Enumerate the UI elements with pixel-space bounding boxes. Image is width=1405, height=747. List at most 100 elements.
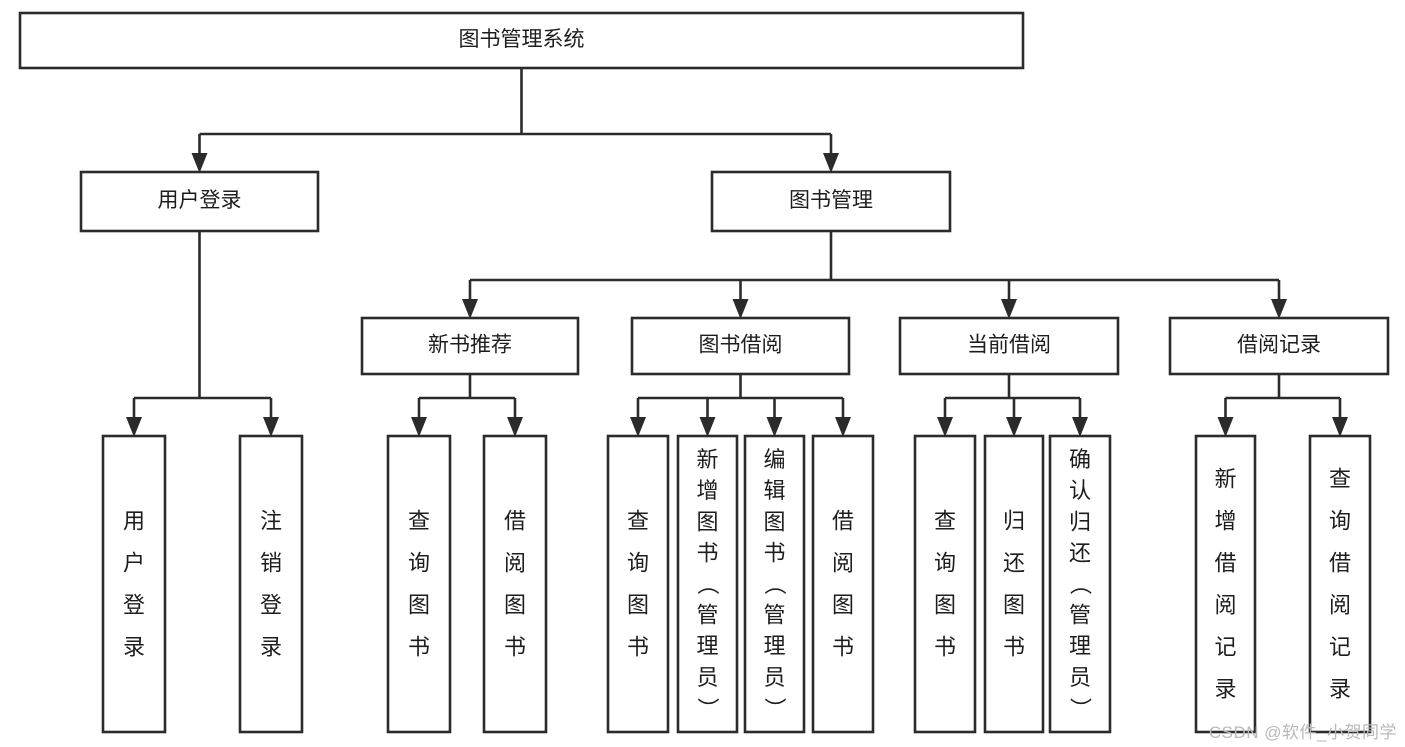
node-box-l1-book-manage[interactable] [710,170,952,233]
node-root[interactable]: 图书管理系统 [18,11,1025,70]
node-label-char: 询 [934,551,956,576]
node-box-l3-cb-confirm-return[interactable] [1048,434,1112,734]
node-label-char: （ [695,573,720,595]
node-l3-user-login[interactable]: 用户登录 [101,434,167,734]
node-label-char: 增 [1214,509,1236,534]
node-label-char: 录 [260,635,282,660]
node-label-char: ） [1068,697,1093,719]
node-label-char: 员 [1069,665,1091,690]
connector-layer [126,68,1348,437]
node-box-l1-user-login[interactable] [79,170,320,233]
node-label-char: 书 [504,635,526,660]
node-label-char: 认 [1069,478,1091,503]
node-label-char: 书 [763,540,785,565]
node-label-l2-book-borrow: 图书借阅 [699,334,783,357]
node-label-char: 理 [696,634,718,659]
node-label-char: 查 [408,509,430,534]
node-label-char: （ [1068,573,1093,595]
node-label-char: 理 [763,634,785,659]
node-label-char: 查 [627,509,649,534]
node-label-char: 录 [1329,677,1351,702]
node-box-l3-rec-borrow-book[interactable] [482,434,548,734]
node-box-l2-current-borrow[interactable] [898,316,1120,376]
node-label-char: 询 [627,551,649,576]
node-label-char: 销 [260,551,282,576]
node-label-char: 登 [260,593,282,618]
node-label-char: 询 [1329,509,1351,534]
node-l1-book-manage[interactable]: 图书管理 [710,170,952,233]
node-label-char: 注 [260,509,282,534]
node-box-l3-user-login[interactable] [101,434,167,734]
node-box-l2-borrow-record[interactable] [1168,316,1390,376]
node-label-char: 确 [1069,447,1091,472]
node-box-l3-br-query-record[interactable] [1308,434,1372,734]
node-box-l2-new-book-rec[interactable] [360,316,580,376]
node-label-char: 借 [504,509,526,534]
node-label-char: 查 [934,509,956,534]
node-label-char: 阅 [504,551,526,576]
node-label-l2-current-borrow: 当前借阅 [967,334,1051,357]
node-label-char: 登 [123,593,145,618]
node-label-char: 借 [1329,551,1351,576]
node-label-l1-user-login: 用户登录 [158,189,242,212]
node-label-char: 户 [123,551,145,576]
node-box-l3-rec-query-book[interactable] [386,434,452,734]
node-label-char: 还 [1003,551,1025,576]
node-label-char: 借 [1214,551,1236,576]
node-label-char: 借 [832,509,854,534]
node-l2-new-book-rec[interactable]: 新书推荐 [360,316,580,376]
node-label-char: 记 [1214,635,1236,660]
node-box-l3-bb-edit-book[interactable] [743,434,806,734]
node-l1-user-login[interactable]: 用户登录 [79,170,320,233]
node-label-char: 辑 [763,478,785,503]
node-label-char: ） [762,697,787,719]
node-label-char: 图 [763,509,785,534]
node-box-l3-user-logout[interactable] [238,434,304,734]
node-label-char: 图 [934,593,956,618]
node-label-char: 增 [696,478,718,503]
node-label-char: 理 [1069,634,1091,659]
node-box-l3-cb-return-book[interactable] [983,434,1045,734]
node-label-char: 阅 [832,551,854,576]
node-l2-book-borrow[interactable]: 图书借阅 [630,316,851,376]
node-l2-current-borrow[interactable]: 当前借阅 [898,316,1120,376]
node-box-l3-bb-query-book[interactable] [606,434,670,734]
node-label-l2-new-book-rec: 新书推荐 [428,334,512,357]
node-box-l3-bb-add-book[interactable] [676,434,739,734]
node-label-char: 记 [1329,635,1351,660]
node-label-char: 阅 [1214,593,1236,618]
node-label-char: 管 [696,603,718,628]
node-box-l3-br-add-record[interactable] [1194,434,1257,734]
node-label-char: 员 [696,665,718,690]
node-l2-borrow-record[interactable]: 借阅记录 [1168,316,1390,376]
node-label-char: 管 [1069,603,1091,628]
node-label-char: 询 [408,551,430,576]
node-label-char: （ [762,573,787,595]
node-label-char: 书 [1003,635,1025,660]
node-label-char: 录 [1214,677,1236,702]
node-box-root[interactable] [18,11,1025,70]
node-label-char: 书 [627,635,649,660]
node-label-char: 员 [763,665,785,690]
node-label-char: 归 [1069,509,1091,534]
node-label-char: 书 [696,540,718,565]
csdn-watermark: CSDN @软件_小贺同学 [1208,723,1397,742]
node-label-l2-borrow-record: 借阅记录 [1237,334,1321,357]
node-box-l2-book-borrow[interactable] [630,316,851,376]
node-label-char: 录 [123,635,145,660]
node-box-l3-cb-query-book[interactable] [913,434,977,734]
node-box-l3-bb-borrow-book[interactable] [811,434,875,734]
